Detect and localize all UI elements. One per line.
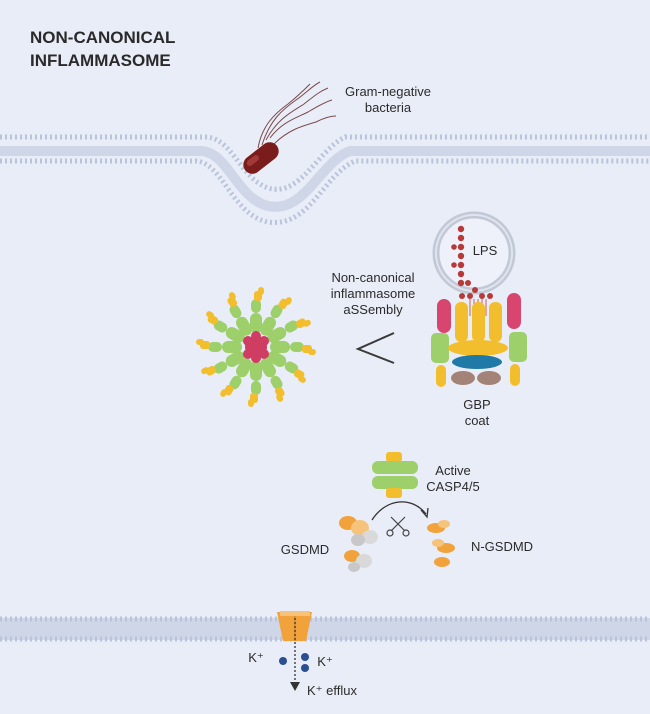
bacterium-icon (243, 81, 337, 174)
assembly-arrow-icon (355, 332, 395, 364)
top-membrane (0, 134, 650, 225)
lps-label: LPS (472, 243, 498, 258)
bottom-membrane (0, 616, 650, 642)
lps-vesicle-icon (432, 211, 516, 316)
title-line-2: INFLAMMASOME (30, 51, 171, 70)
cleavage-arrow-icon (371, 501, 429, 521)
inflammasome-complex-icon (196, 287, 316, 407)
k-efflux-label: K⁺ efflux (307, 683, 357, 698)
gbp-coat-label-line-1: GBP (463, 397, 491, 412)
assembly-label-line-1: Non-canonical (331, 270, 415, 285)
assembly-label-line-3: aSSembly (343, 302, 403, 317)
gsdmd-protein-icon (339, 516, 378, 572)
title-line-1: NON-CANONICAL (30, 28, 176, 47)
scissors-icon (386, 516, 410, 537)
k-ion-label-right: K⁺ (317, 654, 333, 669)
bacteria-label: Gram-negative bacteria (328, 84, 448, 116)
assembly-label: Non-canonical inflammasome aSSembly (318, 270, 428, 318)
active-casp-label: Active CASP4/5 (418, 463, 488, 495)
gbp-coat-label-line-2: coat (464, 413, 490, 428)
gbp-coat-label: GBP coat (452, 397, 502, 429)
gsdmd-label: GSDMD (280, 542, 330, 557)
bacteria-label-line-1: Gram-negative (345, 84, 431, 99)
page-title: NON-CANONICAL INFLAMMASOME (30, 26, 175, 72)
potassium-ion-icon (279, 653, 309, 672)
n-gsdmd-label: N-GSDMD (470, 539, 534, 554)
assembly-label-line-2: inflammasome (330, 286, 416, 301)
active-casp-label-line-2: CASP4/5 (426, 479, 480, 494)
k-ion-label-left: K⁺ (248, 650, 264, 665)
n-gsdmd-protein-icon (427, 520, 455, 567)
k-efflux-arrow-icon (290, 618, 300, 691)
bacteria-label-line-2: bacteria (364, 100, 412, 115)
active-casp-label-line-1: Active (435, 463, 471, 478)
active-casp-icon (372, 452, 418, 498)
gbp-coat-icon (431, 293, 527, 387)
